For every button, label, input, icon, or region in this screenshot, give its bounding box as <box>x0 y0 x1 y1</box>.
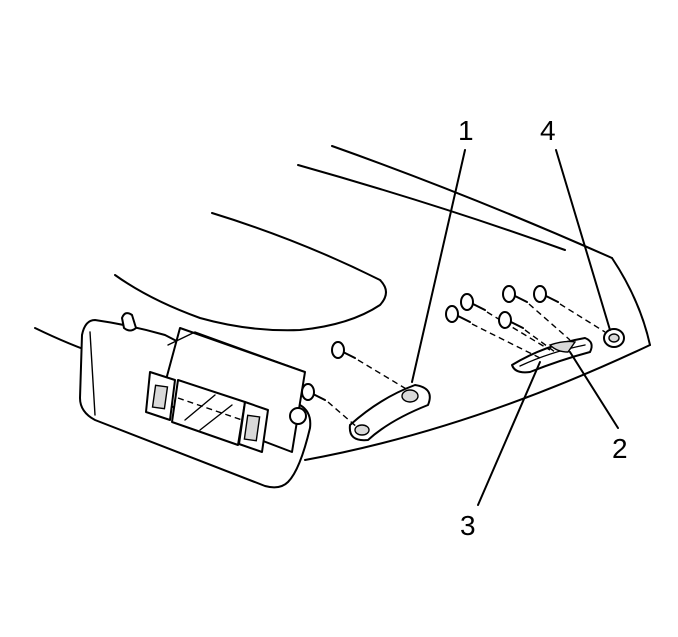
screw <box>331 341 409 391</box>
visor-pivot <box>289 407 307 425</box>
visor-retainer-bracket <box>511 337 593 374</box>
sun-visor <box>79 312 312 489</box>
vanity-mirror-glass <box>171 379 246 446</box>
visor-clip <box>121 312 137 332</box>
screw <box>301 383 359 429</box>
screw <box>445 305 541 359</box>
callout-3: 3 <box>460 510 476 541</box>
screw <box>460 293 551 351</box>
retainer-screws <box>445 285 606 359</box>
screw <box>498 311 556 353</box>
screw <box>502 285 571 341</box>
visor-mount-bracket <box>348 384 431 442</box>
headliner-panel <box>34 145 651 461</box>
callout-leaders <box>411 149 619 506</box>
callout-1: 1 <box>458 115 474 146</box>
screw <box>533 285 606 333</box>
callout-4: 4 <box>540 115 556 146</box>
callout-2: 2 <box>612 433 628 464</box>
headliner-plug <box>603 328 625 348</box>
visor-screws <box>301 341 409 429</box>
